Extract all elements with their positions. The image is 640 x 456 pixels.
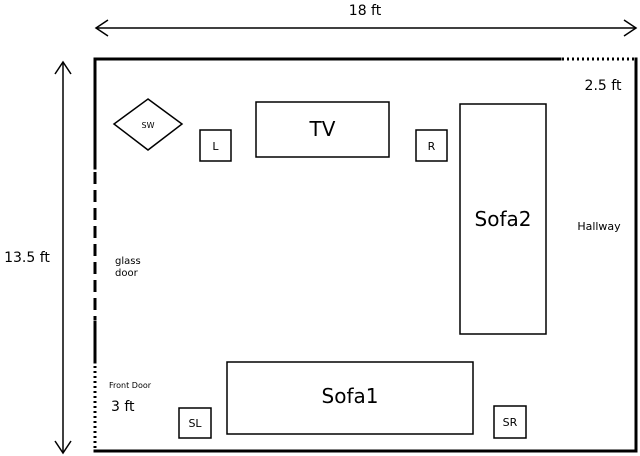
glass-door-label-line2: door bbox=[115, 268, 139, 279]
glass-door-label-line1: glass bbox=[115, 256, 141, 267]
left-speaker-label: L bbox=[212, 140, 219, 153]
hallway-width-label: 2.5 ft bbox=[585, 78, 622, 94]
surround-left-speaker: SL bbox=[178, 407, 212, 439]
sofa1-label: Sofa1 bbox=[322, 384, 379, 408]
depth-dimension: 13.5 ft bbox=[4, 60, 72, 455]
front-door-label: Front Door bbox=[109, 381, 152, 390]
surround-right-speaker: SR bbox=[493, 405, 527, 439]
left-speaker: L bbox=[199, 129, 232, 162]
subwoofer: SW bbox=[112, 98, 184, 151]
sofa2: Sofa2 bbox=[459, 103, 547, 335]
width-dimension-label: 18 ft bbox=[349, 3, 382, 19]
room-walls bbox=[93, 57, 638, 453]
surround-left-label: SL bbox=[188, 417, 202, 430]
hallway-label: Hallway bbox=[577, 220, 621, 233]
subwoofer-label: SW bbox=[142, 121, 155, 130]
front-door-width-label: 3 ft bbox=[111, 399, 135, 415]
width-dimension: 18 ft bbox=[94, 3, 638, 37]
right-speaker: R bbox=[415, 129, 448, 162]
tv-label: TV bbox=[309, 117, 336, 141]
right-speaker-label: R bbox=[428, 140, 436, 153]
tv: TV bbox=[255, 101, 390, 158]
surround-right-label: SR bbox=[503, 416, 518, 429]
sofa2-label: Sofa2 bbox=[475, 207, 532, 231]
depth-dimension-label: 13.5 ft bbox=[4, 250, 50, 266]
sofa1: Sofa1 bbox=[226, 361, 474, 435]
